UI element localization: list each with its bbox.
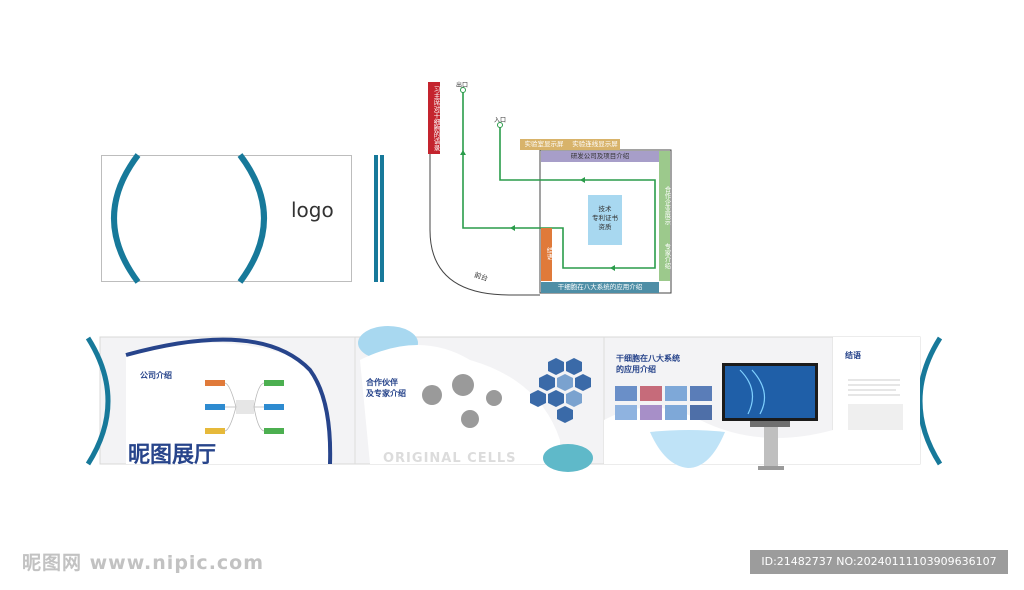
eight-systems-label: 干细胞在八大系统的应用介绍 <box>557 283 643 291</box>
conclusion-text-block <box>848 404 903 430</box>
logo-text: logo <box>291 198 334 222</box>
image-grid <box>615 386 712 420</box>
slogan-zone <box>428 82 440 154</box>
front-curve-wall <box>429 150 540 296</box>
rd-intro-zone <box>541 151 659 162</box>
experts-label: 专家介绍 <box>663 243 671 269</box>
id-watermark: ID:21482737 NO:20240111103909636107 <box>750 550 1008 574</box>
entrance-marker <box>497 122 503 128</box>
left-bracket <box>111 153 141 284</box>
exit-marker <box>460 87 466 93</box>
route-arrow-icon <box>580 177 585 183</box>
eight-systems-title: 干细胞在八大系统 的应用介绍 <box>616 353 680 375</box>
mindmap-node <box>205 404 225 410</box>
grey-circle <box>486 390 502 406</box>
teal-blob <box>543 444 593 472</box>
side-column-left <box>374 155 378 282</box>
conclusion-lines <box>848 379 900 396</box>
entrance-label: 入口 <box>494 117 507 124</box>
kiosk-base-top <box>750 421 790 427</box>
hexagon-cluster <box>530 358 591 423</box>
lab-screen-zone <box>520 139 620 150</box>
qualification-line: 资质 <box>598 223 612 231</box>
conclusion-title: 结语 <box>845 351 861 360</box>
elevation-right-bracket <box>917 336 943 466</box>
hall-title: 昵图展厅 <box>128 443 217 468</box>
conclusion-zone <box>541 228 552 281</box>
eight-systems-line1: 干细胞在八大系统 <box>616 354 680 363</box>
partners-title: 合作伙伴 及专家介绍 <box>366 377 406 399</box>
right-bracket <box>237 153 267 284</box>
logo-panel <box>101 155 352 282</box>
slogan-label: 习主席对干细胞的语录 <box>432 85 440 151</box>
eight-systems-line2: 的应用介绍 <box>616 365 656 374</box>
kiosk-screen <box>725 366 815 418</box>
tech-line: 技术 <box>598 205 612 213</box>
dna-icon <box>739 369 766 415</box>
side-column-right <box>380 155 384 282</box>
mindmap-node <box>264 380 284 386</box>
lab-screens-label: 实验室显示屏 <box>524 140 564 148</box>
grey-circle <box>452 374 474 396</box>
route-arrow-icon <box>510 225 515 231</box>
patent-line: 专利证书 <box>592 214 618 222</box>
grey-circle <box>461 410 479 428</box>
tech-box-text: 技术 专利证书 资质 <box>588 205 622 232</box>
route-arrow-icon <box>460 150 466 155</box>
mindmap-node <box>205 380 225 386</box>
lab-live-screens-label: 实验连线显示屏 <box>572 140 618 148</box>
partners-label: 合作企业展示 <box>663 185 671 225</box>
partners-white-shape <box>360 345 560 464</box>
mindmap-center <box>236 400 254 414</box>
grey-circle <box>422 385 442 405</box>
kiosk-foot <box>758 466 784 470</box>
mindmap-node <box>205 428 225 434</box>
exit-label: 出口 <box>456 82 469 89</box>
kiosk-stand <box>764 427 778 467</box>
visitor-route <box>462 90 656 269</box>
tech-box <box>588 195 622 245</box>
partners-title-line1: 合作伙伴 <box>366 378 398 387</box>
partner-expert-zone <box>659 151 670 281</box>
conclusion-panel <box>833 337 920 464</box>
eight-systems-zone <box>541 282 659 293</box>
company-intro-title: 公司介绍 <box>140 371 172 380</box>
navy-swoosh <box>125 337 333 465</box>
elevation-left-bracket <box>85 336 111 466</box>
rd-intro-label: 研发公司及项目介绍 <box>570 152 630 160</box>
blue-bowl <box>650 430 725 468</box>
mindmap-node <box>264 428 284 434</box>
mindmap-links <box>224 382 265 432</box>
original-cells-text: ORIGINAL CELLS <box>383 451 517 466</box>
site-watermark: 昵图网 www.nipic.com <box>22 552 265 574</box>
route-arrow-icon <box>610 265 615 271</box>
mindmap-node <box>264 404 284 410</box>
conclusion-label: 结语 <box>545 246 553 260</box>
partners-title-line2: 及专家介绍 <box>366 389 406 398</box>
